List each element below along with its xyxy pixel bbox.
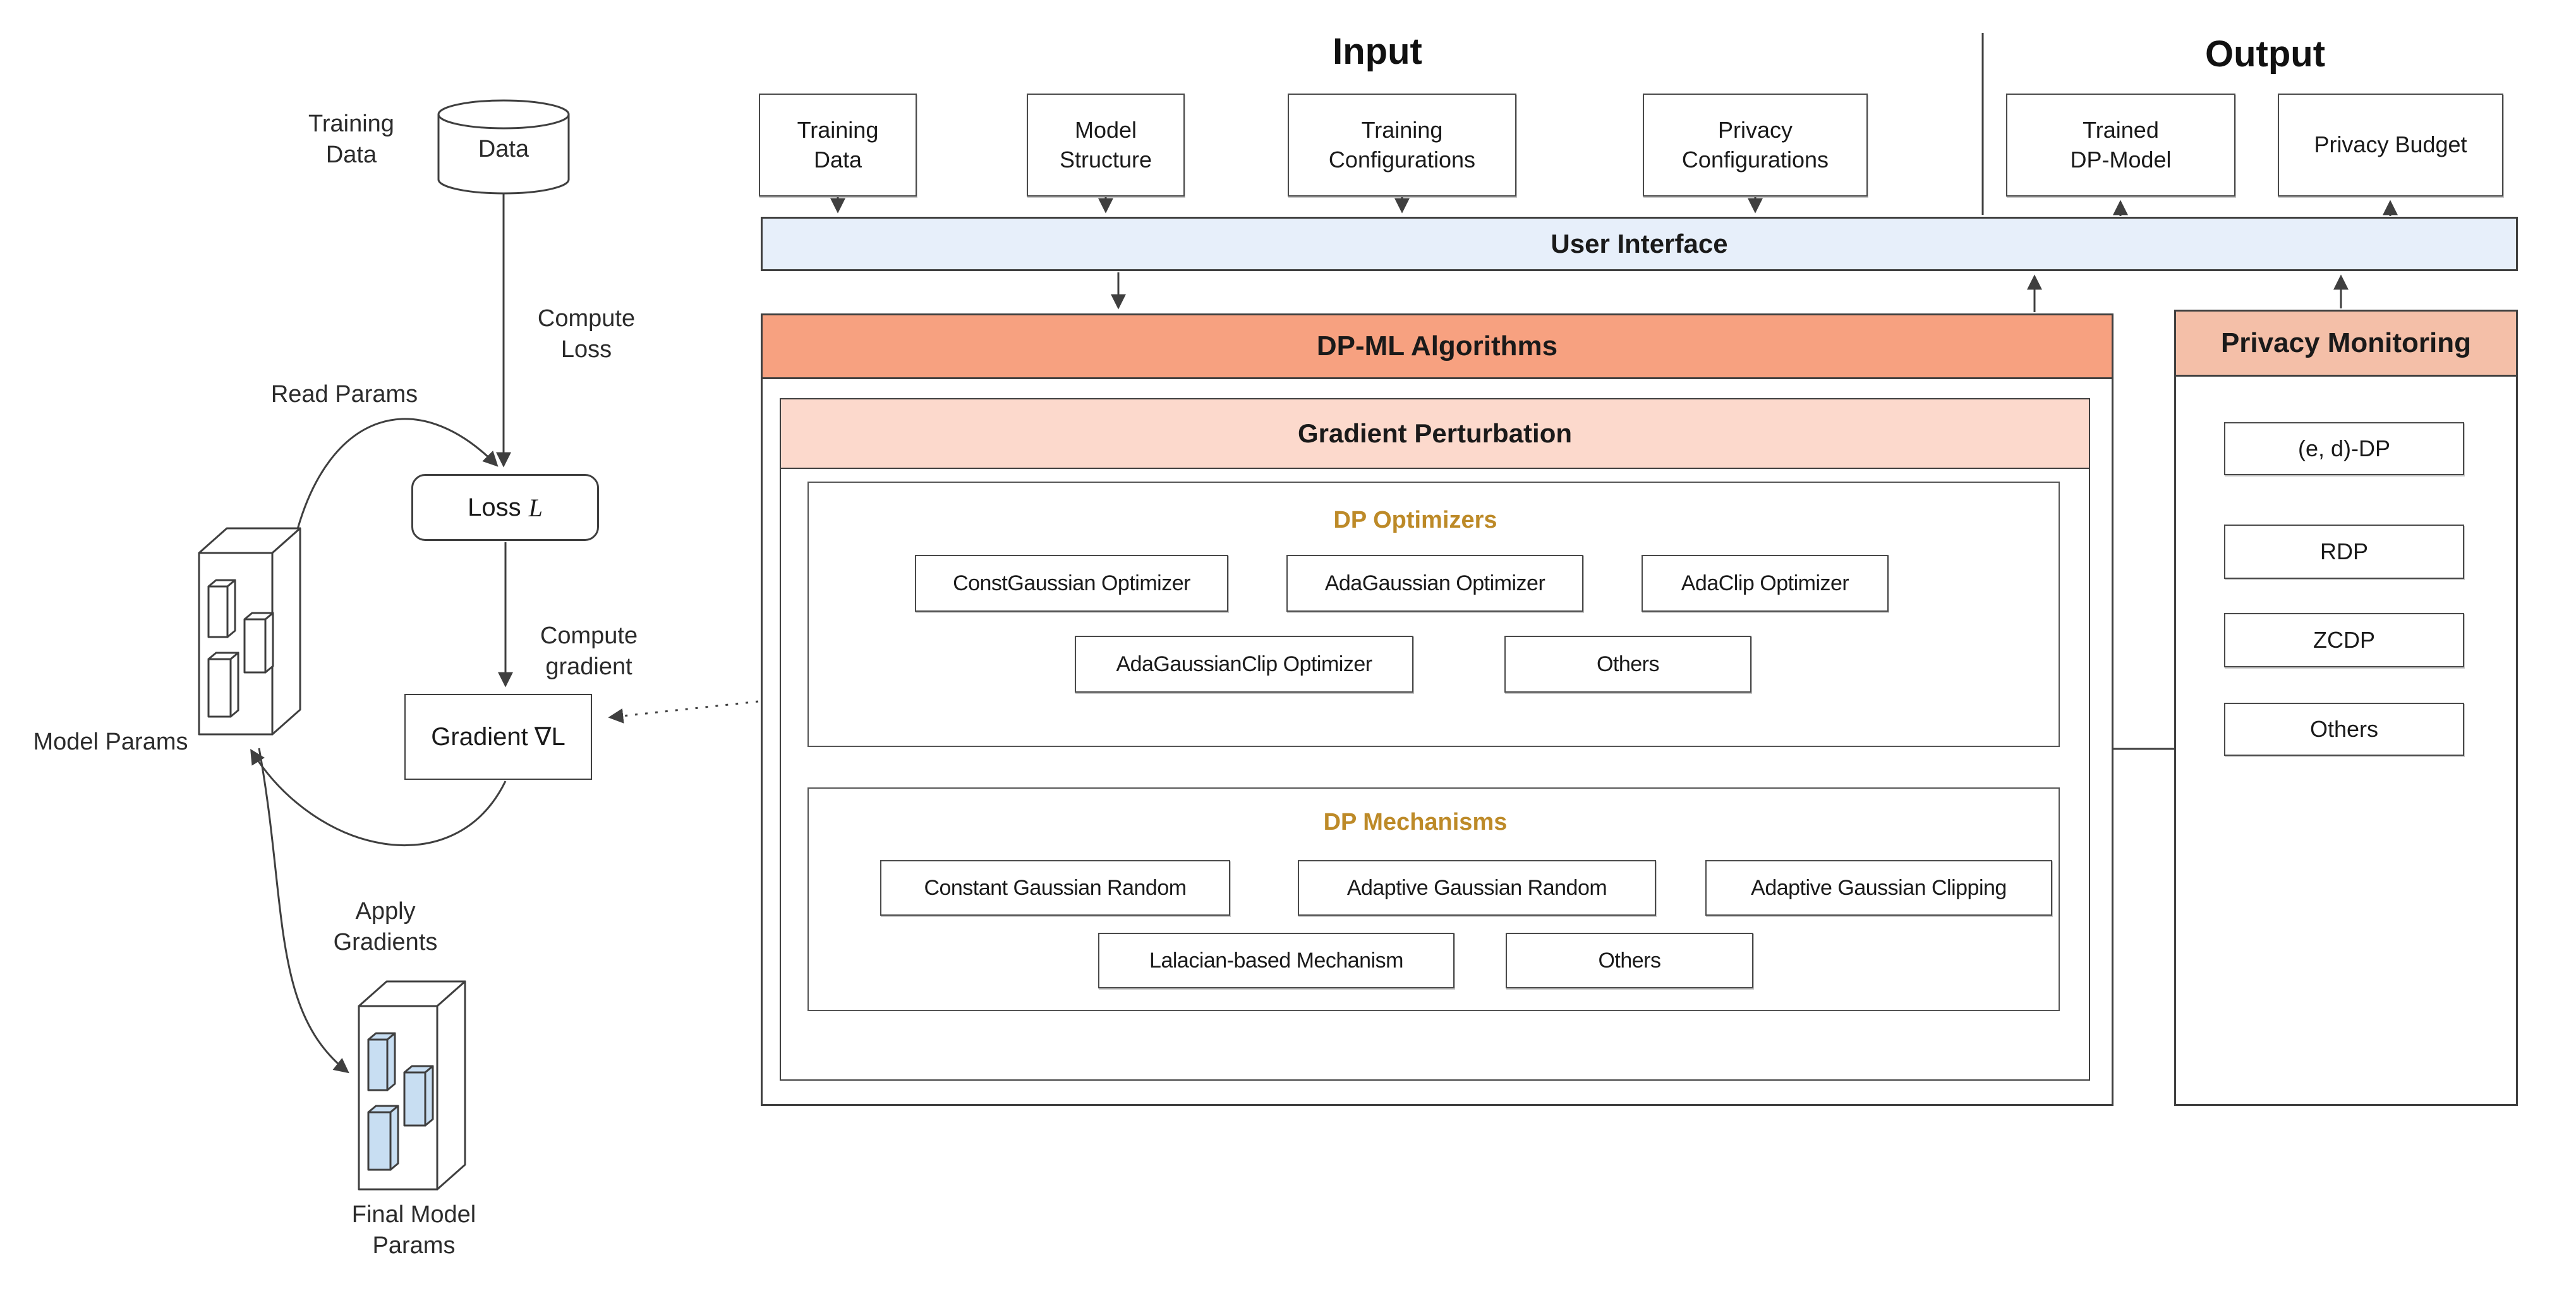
gradient-perturbation-title: Gradient Perturbation [1297, 418, 1573, 448]
privacy-monitoring-title: Privacy Monitoring [2220, 327, 2472, 358]
input-title: Input [1333, 31, 1422, 72]
loss-node-text: Loss [468, 493, 521, 521]
dpml-header: DP-ML Algorithms [761, 313, 2113, 379]
compute-gradient-label: Compute gradient [540, 622, 638, 680]
privacy-box-rdp: RDP [2224, 525, 2464, 579]
loss-symbol: L [528, 493, 543, 522]
input-box-training-configurations: Training Configurations [1288, 94, 1516, 197]
privacy-box-others: Others [2224, 703, 2464, 756]
output-title: Output [2204, 33, 2326, 75]
user-interface-bar: User Interface [761, 217, 2518, 271]
dpml-title: DP-ML Algorithms [1316, 331, 1558, 361]
dp-optimizers-container [807, 482, 2060, 747]
input-box-training-data: Training Data [759, 94, 917, 197]
compute-loss-label: Compute Loss [537, 305, 636, 363]
output-box-trained-dp-model: Trained DP-Model [2006, 94, 2235, 197]
final-model-params-label: Final Model Params [351, 1201, 476, 1259]
optimizer-box-others: Others [1504, 636, 1751, 693]
apply-gradients-label: Apply Gradients [333, 898, 438, 956]
privacy-box-ed-dp: (e, d)-DP [2224, 422, 2464, 475]
model-params-label: Model Params [33, 729, 188, 755]
loss-node: Loss L [411, 474, 599, 541]
dp-optimizers-title: DP Optimizers [1333, 507, 1497, 533]
input-box-model-structure: Model Structure [1027, 94, 1185, 197]
arrow-apply-gradients-to-model-params [250, 748, 507, 847]
read-params-label: Read Params [270, 381, 418, 408]
mechanism-box-adaptive-gaussian-random: Adaptive Gaussian Random [1298, 860, 1656, 916]
optimizer-box-adagaussian: AdaGaussian Optimizer [1286, 555, 1583, 612]
gradient-symbol: ∇L [534, 723, 565, 751]
data-cylinder-label: Data [478, 136, 529, 162]
privacy-box-zcdp: ZCDP [2224, 613, 2464, 667]
optimizer-box-adagaussianclip: AdaGaussianClip Optimizer [1075, 636, 1413, 693]
privacy-monitoring-header: Privacy Monitoring [2174, 310, 2518, 377]
gradient-perturbation-header: Gradient Perturbation [780, 398, 2090, 469]
model-params-icon [198, 527, 301, 736]
mechanism-box-constant-gaussian: Constant Gaussian Random [880, 860, 1230, 916]
mechanism-box-adaptive-gaussian-clipping: Adaptive Gaussian Clipping [1705, 860, 2052, 916]
arrow-read-params [294, 418, 499, 537]
arrow-dotted-dpml-to-gradient [608, 700, 759, 724]
final-model-params-weights-icon [367, 1032, 434, 1171]
optimizer-box-adaclip: AdaClip Optimizer [1642, 555, 1889, 612]
optimizer-box-constgaussian: ConstGaussian Optimizer [915, 555, 1228, 612]
gradient-node: Gradient ∇L [404, 694, 592, 780]
mechanism-box-lalacian-based: Lalacian-based Mechanism [1098, 933, 1454, 988]
database-cylinder-icon [437, 99, 570, 195]
dp-mechanisms-title: DP Mechanisms [1323, 809, 1508, 835]
arrow-model-to-final-params [258, 748, 349, 1074]
input-box-privacy-configurations: Privacy Configurations [1643, 94, 1868, 197]
training-data-label: Training Data [308, 111, 394, 168]
output-box-privacy-budget: Privacy Budget [2278, 94, 2503, 197]
user-interface-label: User Interface [1551, 229, 1728, 258]
gradient-node-text: Gradient [431, 722, 528, 751]
mechanism-box-others: Others [1506, 933, 1753, 988]
